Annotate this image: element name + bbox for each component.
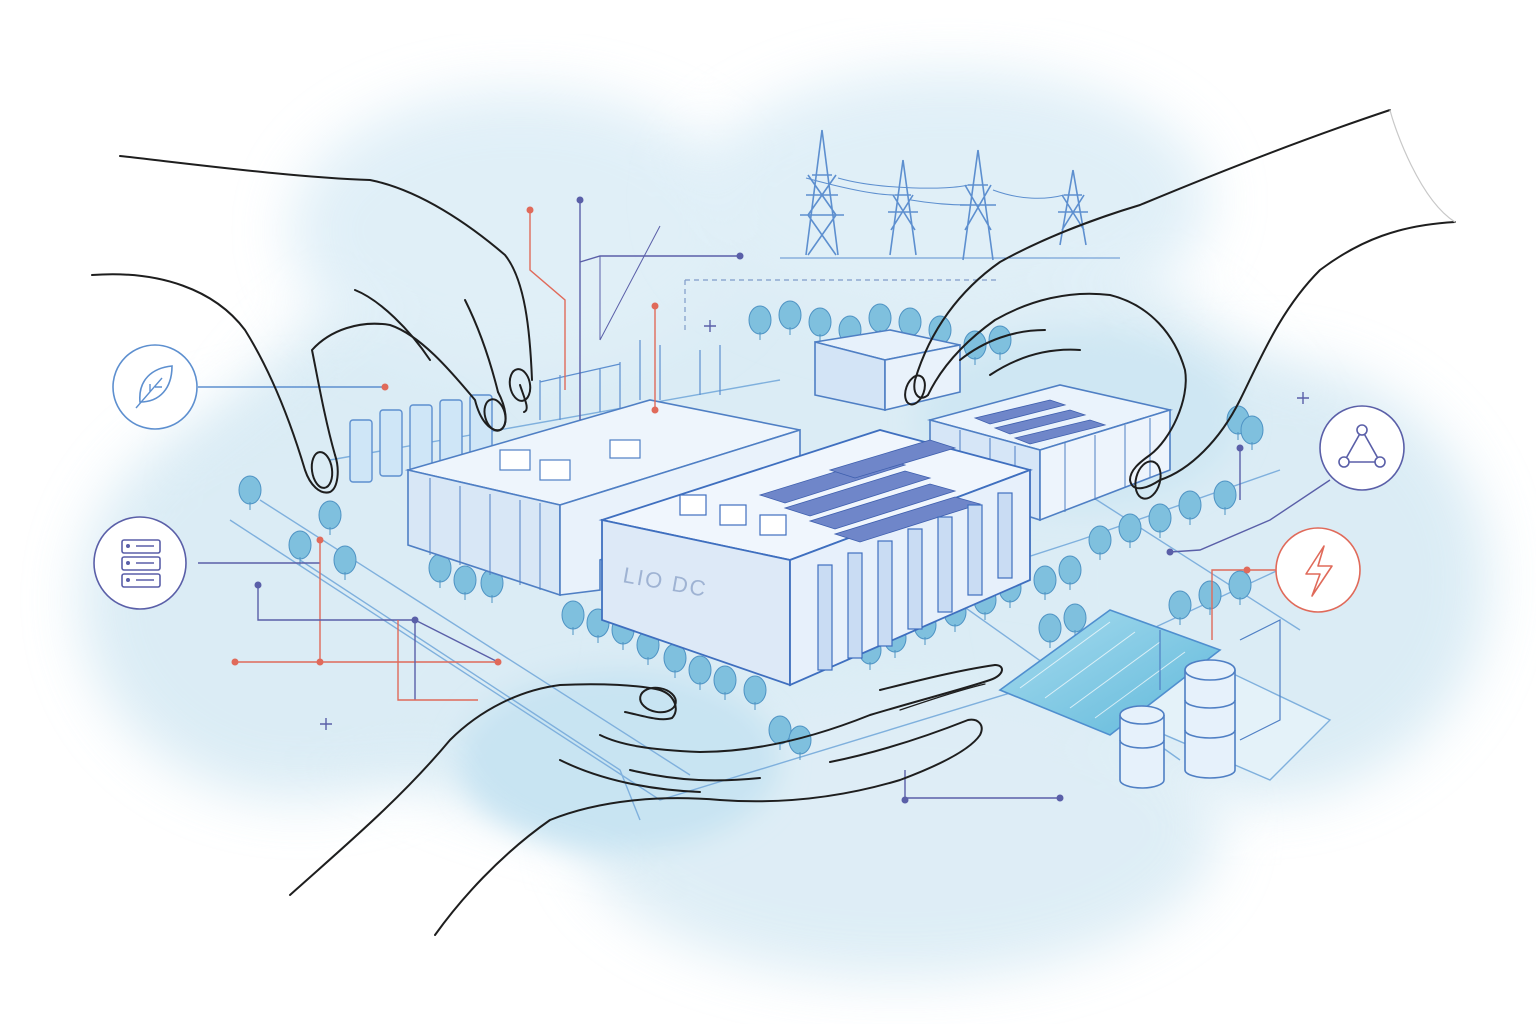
tree	[288, 530, 312, 565]
leaf-icon	[112, 344, 198, 430]
tree	[318, 500, 342, 535]
tree	[561, 600, 585, 635]
hand-top-left	[91, 155, 533, 494]
tree	[333, 545, 357, 580]
power-towers	[780, 129, 1120, 261]
water-reservoir	[998, 609, 1222, 736]
plus-marks	[320, 320, 1309, 730]
tree	[1063, 603, 1087, 638]
hand-top-right	[904, 109, 1456, 500]
tree	[1178, 490, 1202, 525]
tree	[1033, 565, 1057, 600]
hand-bottom	[289, 664, 1003, 936]
tree	[1168, 590, 1192, 625]
tree	[1088, 525, 1112, 560]
network-triangle-icon	[1319, 405, 1405, 491]
main-building	[598, 429, 1033, 687]
tree	[808, 307, 832, 342]
tree	[1118, 513, 1142, 548]
server-rack-icon	[93, 516, 187, 610]
tree	[1198, 580, 1222, 615]
tree	[688, 655, 712, 690]
tree	[1240, 415, 1264, 450]
tree	[743, 675, 767, 710]
watercolor-wash	[80, 70, 1490, 980]
tree	[238, 475, 262, 510]
storage-tanks	[1119, 619, 1281, 789]
tree	[1058, 555, 1082, 590]
tree	[1148, 503, 1172, 538]
tree	[453, 565, 477, 600]
tree	[778, 300, 802, 335]
tree	[1213, 480, 1237, 515]
circuit-nodes	[231, 196, 1251, 804]
tree	[1038, 613, 1062, 648]
tree	[1228, 570, 1252, 605]
generator-tanks	[349, 394, 493, 483]
tree	[988, 325, 1012, 360]
circuit-lines	[198, 200, 1331, 799]
tree	[713, 665, 737, 700]
back-building	[814, 329, 961, 412]
building-right	[926, 384, 1174, 522]
lightning-bolt-icon	[1275, 527, 1361, 613]
tree	[748, 305, 772, 340]
